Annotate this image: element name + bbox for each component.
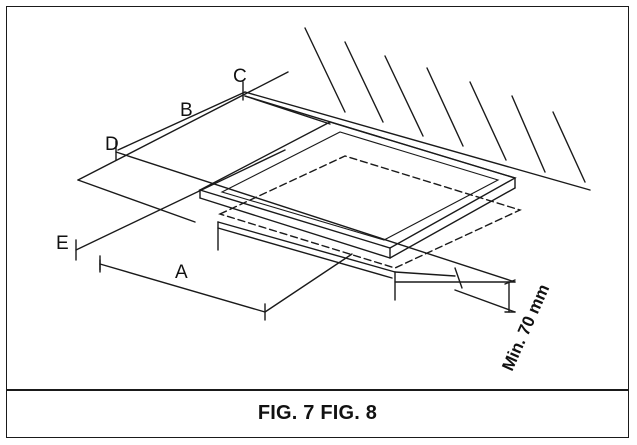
wall-base-line [244,91,591,191]
label-d: D [105,134,119,155]
figure-frame [6,6,629,438]
label-c: C [233,66,247,87]
dimension-line-a [99,253,353,321]
dimension-line-b [115,81,246,161]
wall-hatching [304,27,586,183]
figure-caption: FIG. 7 FIG. 8 [257,402,378,424]
dimension-line-min-70mm [394,279,516,313]
extension-line-d [115,151,516,283]
dimension-text-min-70mm: Min. 70 mm [498,281,553,373]
hob-underside [217,221,463,301]
cutout-dashed-outline [218,155,522,269]
hob-body [198,121,517,259]
label-e: E [56,233,69,254]
caption-divider [6,389,629,391]
worktop-outline [77,71,289,223]
label-a: A [175,262,188,283]
dimension-line-e [75,149,286,271]
label-b: B [180,100,193,121]
